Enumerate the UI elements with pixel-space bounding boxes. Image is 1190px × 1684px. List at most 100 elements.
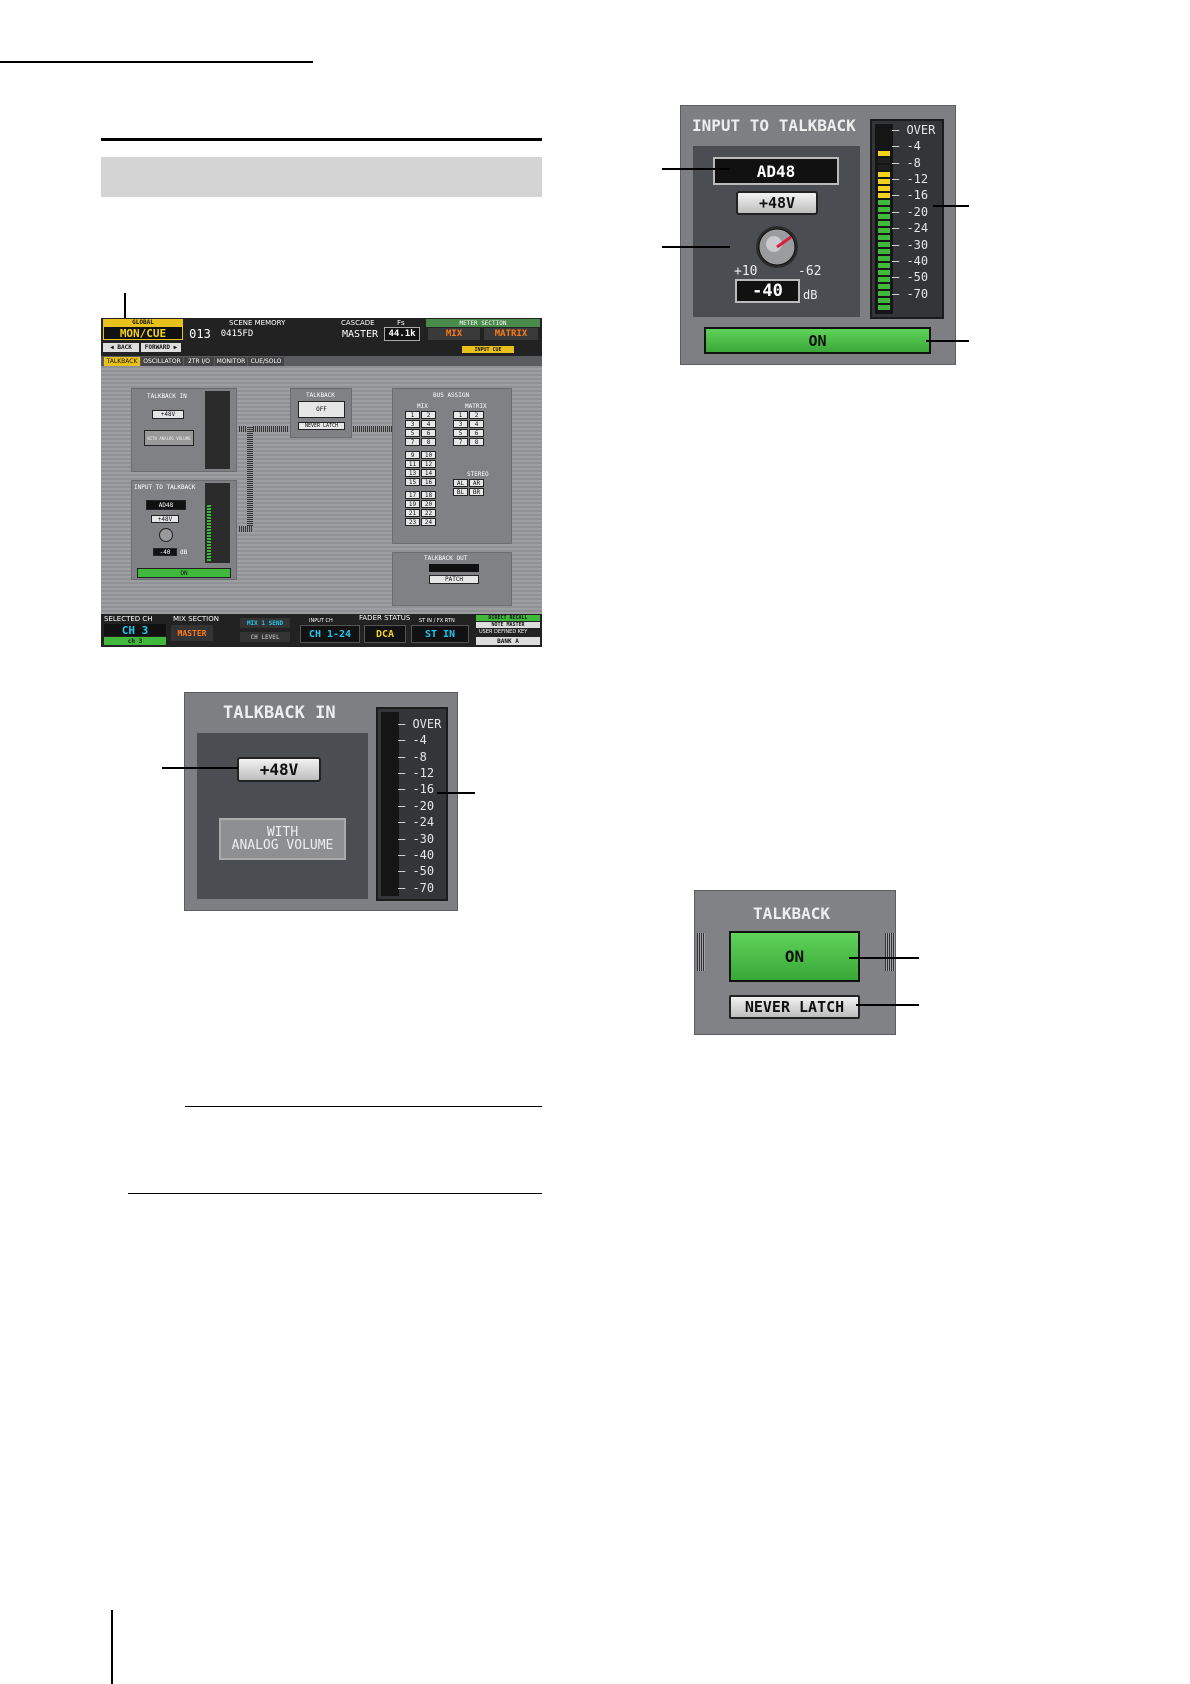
talkback-title: TALKBACK [753, 904, 831, 923]
mix-bus-button[interactable]: 24 [421, 518, 436, 526]
tab-oscillator[interactable]: OSCILLATOR [141, 357, 183, 366]
talkback-in-phantom-button[interactable]: +48V [237, 757, 321, 782]
mix-bus-button[interactable]: 19 [405, 500, 420, 508]
signal-connector-3 [353, 426, 393, 432]
meter-segment [878, 241, 890, 247]
analog-volume-button[interactable]: WITH ANALOG VOLUME [219, 818, 346, 860]
matrix-bus-button[interactable]: 4 [469, 420, 484, 428]
mix-bus-button[interactable]: 16 [421, 478, 436, 486]
mini-source-display[interactable]: AD48 [146, 500, 186, 510]
meter-segment [878, 262, 890, 268]
stereo-bus-button[interactable]: AR [469, 479, 484, 487]
meter-segment [878, 213, 890, 219]
global-label: GLOBAL [103, 319, 183, 326]
mini-mix-label: MIX [417, 403, 428, 410]
mix-bus-button[interactable]: 20 [421, 500, 436, 508]
mini-talkback-switch[interactable]: OFF [298, 401, 345, 418]
stereo-bus-button[interactable]: BR [469, 488, 484, 496]
callout-gain-knob [662, 246, 730, 248]
mini-analog-volume-button[interactable]: WITH ANALOG VOLUME [144, 430, 194, 446]
mix-bus-button[interactable]: 23 [405, 518, 420, 526]
mix-bus-button[interactable]: 14 [421, 469, 436, 477]
ch-level-button[interactable]: CH LEVEL [240, 632, 290, 642]
matrix-bus-button[interactable]: 5 [453, 429, 468, 437]
forward-button[interactable]: FORWARD ▶ [141, 343, 181, 352]
stereo-bus-button[interactable]: BL [453, 488, 468, 496]
meter-scale-label: – -4 [892, 139, 921, 154]
meter-segment [878, 269, 890, 275]
tab-2tr-io[interactable]: 2TR I/O [184, 357, 214, 366]
tab-cue-solo[interactable]: CUE/SOLO [248, 357, 284, 366]
meter-scale-label: – -8 [398, 749, 427, 764]
matrix-bus-button[interactable]: 1 [453, 411, 468, 419]
mix-bus-button[interactable]: 18 [421, 491, 436, 499]
mix-bus-button[interactable]: 9 [405, 451, 420, 459]
mode-display[interactable]: MON/CUE [103, 326, 183, 340]
gain-knob[interactable] [754, 224, 800, 270]
meter-mix-button[interactable]: MIX [428, 328, 480, 340]
mix-bus-button[interactable]: 7 [405, 438, 420, 446]
mix-bus-button[interactable]: 12 [421, 460, 436, 468]
knob-min-label: -62 [798, 264, 822, 279]
fader-input-button[interactable]: CH 1-24 [300, 625, 360, 643]
fs-value: 44.1k [384, 327, 420, 341]
mini-on-button[interactable]: ON [137, 568, 231, 578]
mini-gain-knob[interactable] [159, 528, 173, 542]
fader-dca-button[interactable]: DCA [364, 625, 406, 643]
mini-never-latch-button[interactable]: NEVER LATCH [298, 422, 345, 430]
mix-bus-button[interactable]: 17 [405, 491, 420, 499]
mix-bus-button[interactable]: 4 [421, 420, 436, 428]
mini-matrix-label: MATRIX [465, 403, 487, 410]
input-to-talkback-meter: – OVER– -4– -8– -12– -16– -20– -24– -30–… [870, 119, 944, 319]
mix-bus-button[interactable]: 1 [405, 411, 420, 419]
stereo-bus-button[interactable]: AL [453, 479, 468, 487]
gain-value-display[interactable]: -40 [735, 279, 800, 303]
mini-bus-assign-title: BUS ASSIGN [433, 392, 470, 399]
mini-patch-button[interactable]: PATCH [429, 575, 479, 584]
meter-scale-label: – -50 [398, 864, 435, 879]
back-button[interactable]: ◀ BACK [103, 343, 139, 352]
input-source-display[interactable]: AD48 [713, 157, 839, 185]
matrix-bus-button[interactable]: 6 [469, 429, 484, 437]
mini-phantom-button-2[interactable]: +48V [151, 515, 179, 523]
mix-bus-button[interactable]: 11 [405, 460, 420, 468]
input-on-button[interactable]: ON [704, 327, 931, 354]
mix-bus-button[interactable]: 21 [405, 509, 420, 517]
meter-scale-label: – OVER [892, 123, 936, 137]
meter-section-label: METER SECTION [426, 319, 540, 327]
input-meter-fill [878, 143, 890, 310]
matrix-bus-button[interactable]: 2 [469, 411, 484, 419]
matrix-bus-button[interactable]: 8 [469, 438, 484, 446]
mini-phantom-button[interactable]: +48V [152, 410, 184, 419]
mix-bus-button[interactable]: 5 [405, 429, 420, 437]
never-latch-button[interactable]: NEVER LATCH [729, 995, 860, 1019]
mix-bus-button[interactable]: 3 [405, 420, 420, 428]
mix1-send-button[interactable]: MIX 1 SEND [240, 618, 290, 628]
section-heading-bar [101, 157, 542, 197]
callout-input-meter [933, 205, 969, 207]
tab-monitor[interactable]: MONITOR [215, 357, 247, 366]
mix-bus-button[interactable]: 10 [421, 451, 436, 459]
input-phantom-button[interactable]: +48V [736, 191, 818, 215]
meter-matrix-button[interactable]: MATRIX [484, 328, 538, 340]
matrix-bus-button[interactable]: 3 [453, 420, 468, 428]
bank-button[interactable]: BANK A [476, 637, 540, 645]
scene-number[interactable]: 013 [189, 327, 211, 341]
fader-stin-button[interactable]: ST IN [411, 625, 469, 643]
tab-talkback[interactable]: TALKBACK [104, 357, 140, 366]
mini-gain-value[interactable]: -40 [153, 548, 177, 556]
mix-bus-button[interactable]: 2 [421, 411, 436, 419]
talkback-on-button[interactable]: ON [729, 931, 860, 982]
mix-bus-button[interactable]: 13 [405, 469, 420, 477]
meter-scale-label: – -40 [398, 847, 435, 862]
mini-gain-unit: dB [180, 549, 188, 556]
mix-bus-button[interactable]: 15 [405, 478, 420, 486]
matrix-bus-button[interactable]: 7 [453, 438, 468, 446]
mix-bus-button[interactable]: 22 [421, 509, 436, 517]
mix-section-value[interactable]: MASTER [171, 625, 213, 641]
mix-bus-button[interactable]: 8 [421, 438, 436, 446]
meter-segment [878, 150, 890, 156]
meter-segment [878, 171, 890, 177]
meter-scale-label: – -30 [398, 831, 435, 846]
mix-bus-button[interactable]: 6 [421, 429, 436, 437]
